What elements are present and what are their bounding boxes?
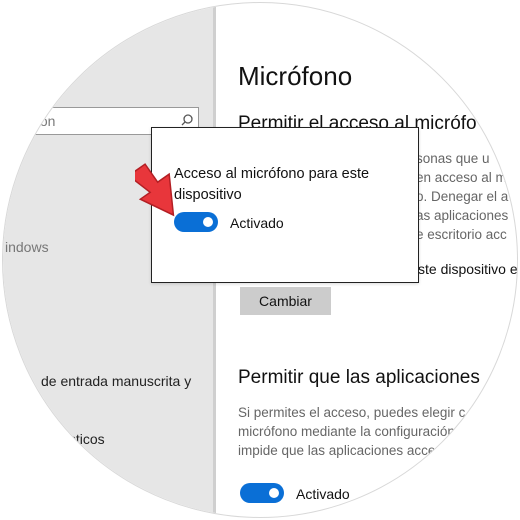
red-arrow-icon bbox=[135, 163, 175, 217]
section1-desc-line: e escritorio acc bbox=[416, 227, 507, 242]
section-title-app-access: Permitir que las aplicaciones bbox=[238, 367, 480, 388]
section2-desc-line: impide que las aplicaciones acce bbox=[238, 443, 436, 458]
device-access-toggle-label: Activado bbox=[230, 215, 284, 231]
app-access-toggle-label: Activado bbox=[296, 486, 350, 502]
search-placeholder: ación bbox=[22, 113, 56, 129]
device-access-dialog: Acceso al micrófono para este dispositiv… bbox=[151, 127, 419, 283]
section1-desc-line: as aplicaciones bbox=[416, 208, 509, 223]
section1-desc-line: en acceso al m bbox=[416, 170, 507, 185]
app-access-toggle[interactable] bbox=[240, 483, 284, 503]
sidebar-item-windows[interactable]: indows bbox=[5, 239, 49, 255]
device-access-status: ste dispositivo e bbox=[418, 261, 518, 277]
device-access-toggle[interactable] bbox=[174, 212, 218, 232]
section1-desc-line: o. Denegar el a bbox=[416, 189, 509, 204]
page-title: Micrófono bbox=[238, 61, 353, 91]
change-button[interactable]: Cambiar bbox=[240, 287, 331, 315]
section1-desc-line: sonas que u bbox=[416, 151, 490, 166]
toggle-knob bbox=[269, 488, 279, 498]
search-icon bbox=[181, 114, 193, 126]
toggle-knob bbox=[203, 217, 213, 227]
sidebar-item-handwriting[interactable]: de entrada manuscrita y bbox=[41, 373, 192, 389]
dialog-text: Acceso al micrófono para este dispositiv… bbox=[174, 166, 370, 203]
sidebar-item-diagnostics[interactable]: ísticos bbox=[65, 431, 105, 447]
section2-desc-line: Si permites el acceso, puedes elegir c bbox=[238, 405, 466, 420]
main-content: Micrófono Permitir el acceso al micrófo … bbox=[216, 3, 518, 517]
section2-desc-line: micrófono mediante la configuración bbox=[238, 424, 455, 439]
